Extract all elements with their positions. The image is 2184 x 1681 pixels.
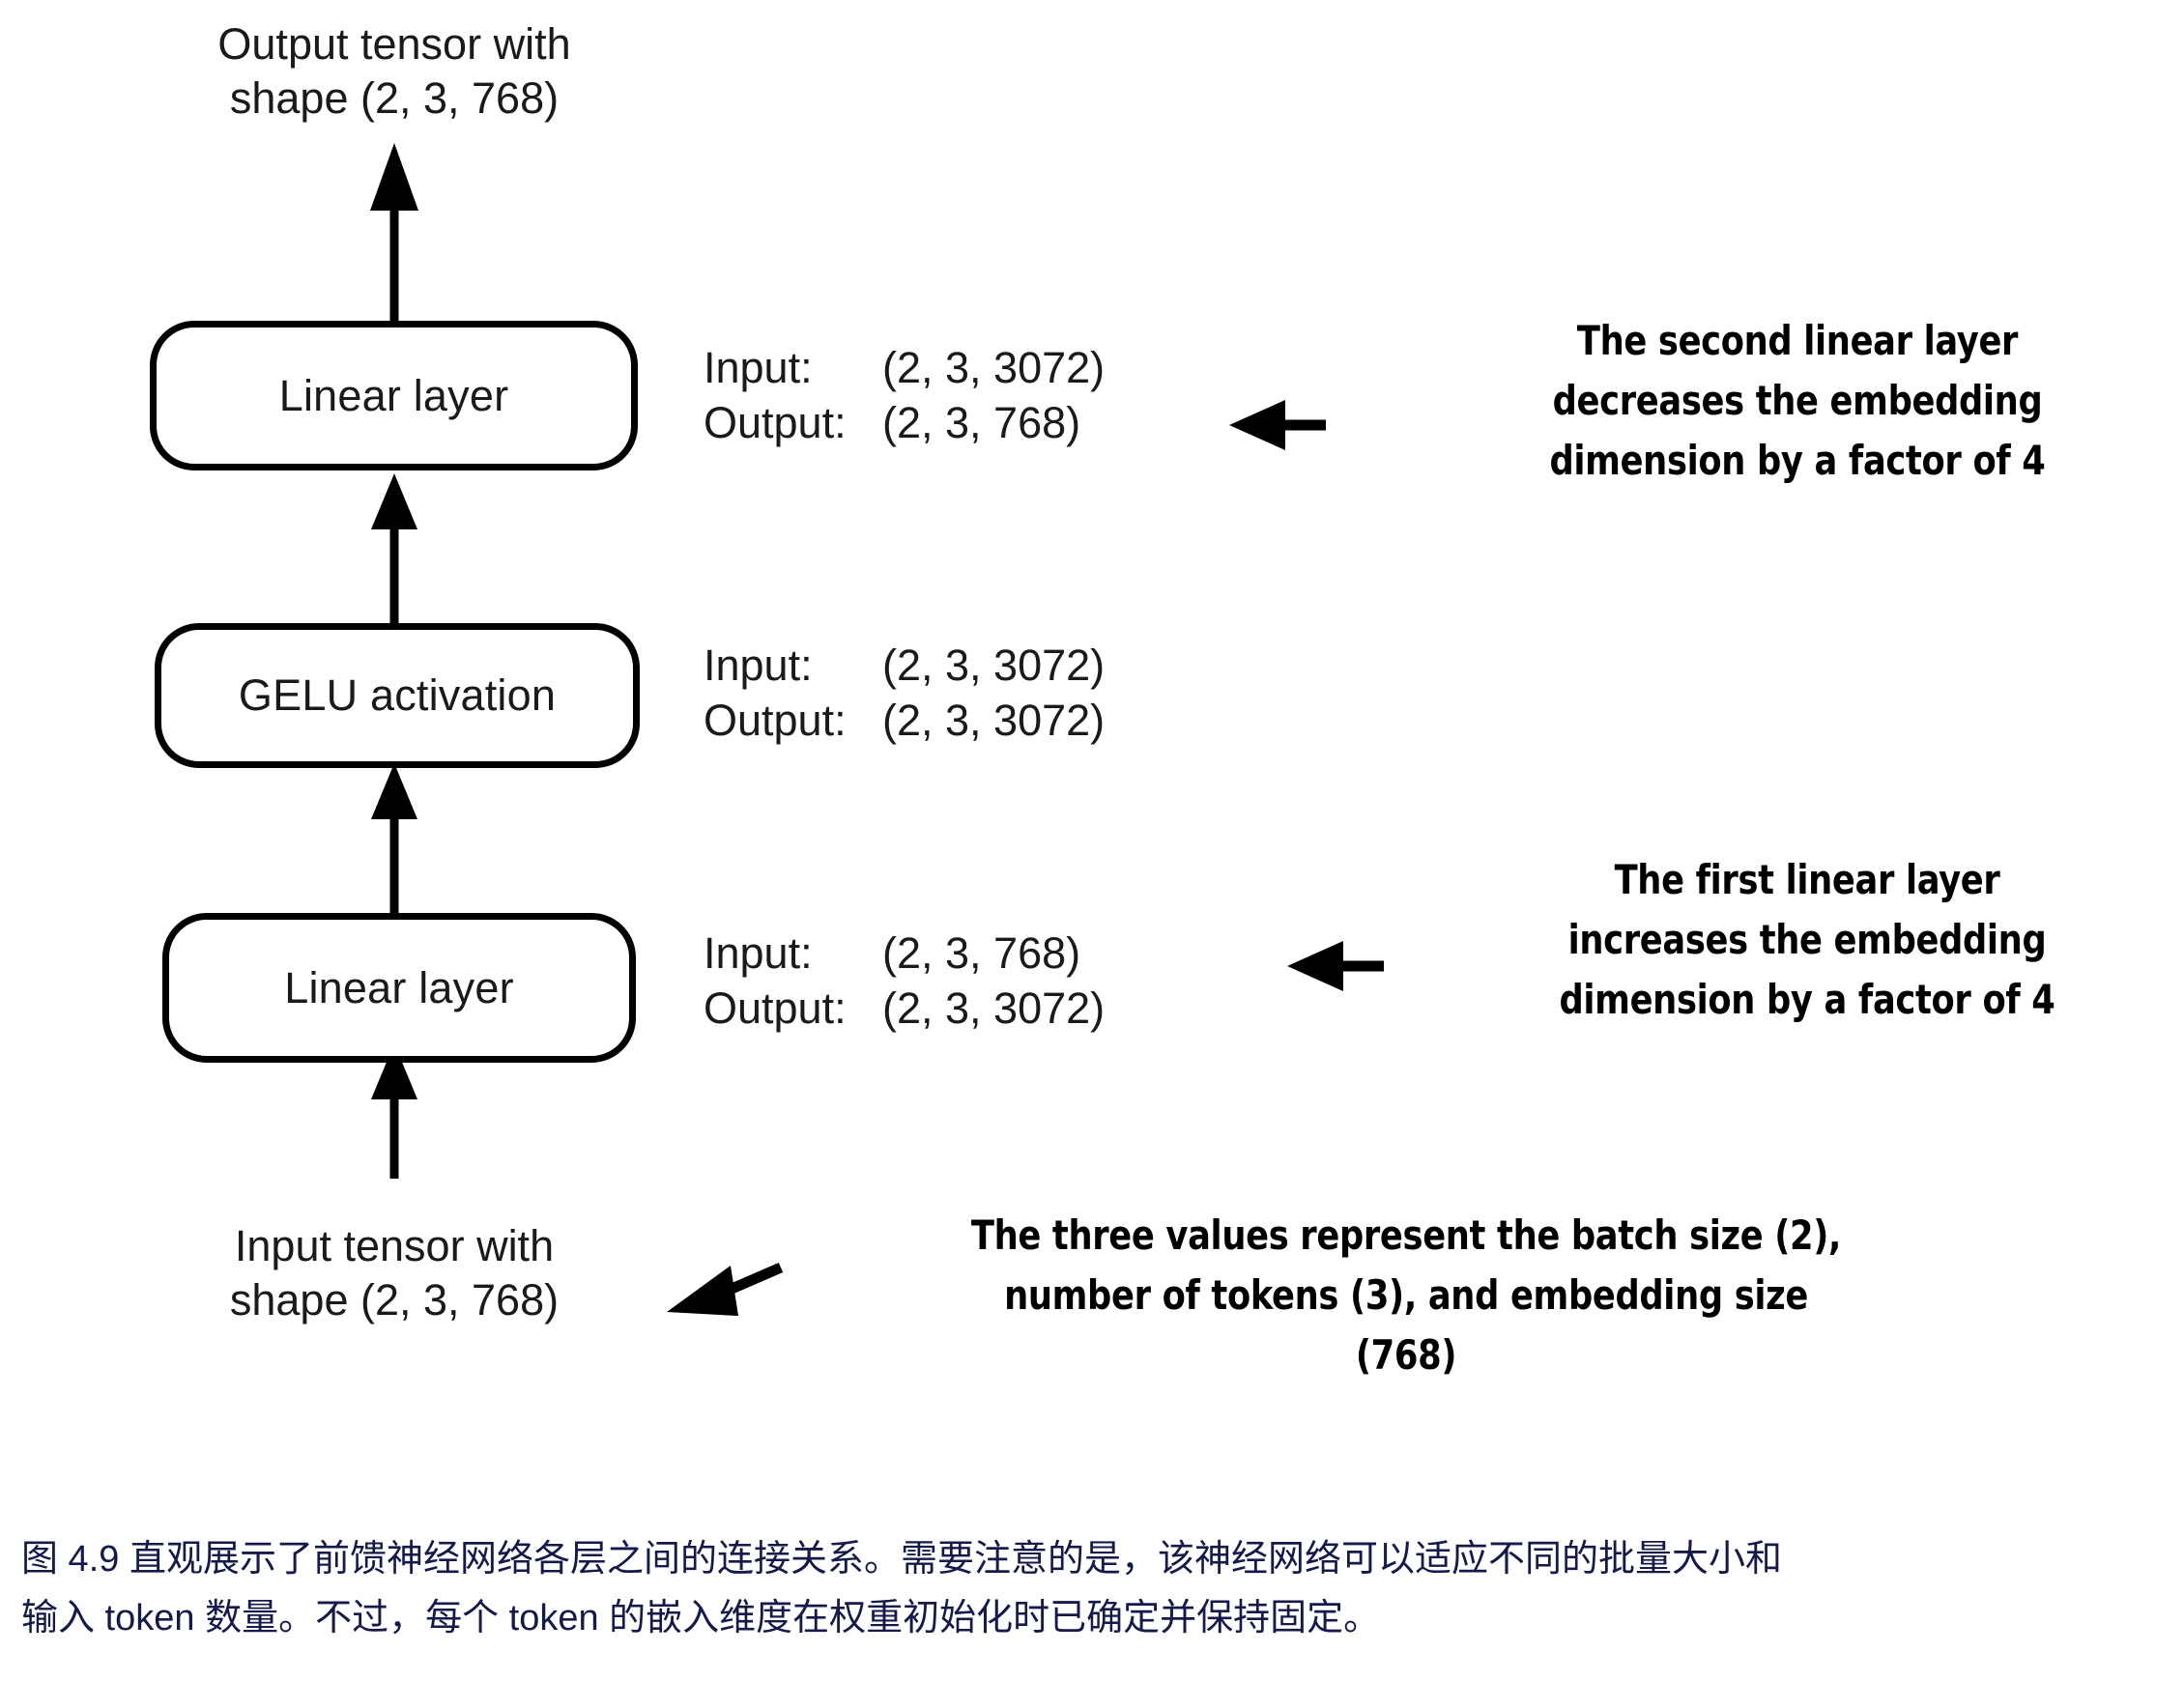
arrow-annotation-three-values: [667, 1262, 784, 1316]
node-linear-layer-second[interactable]: Linear layer: [150, 321, 638, 470]
io-output-value: (2, 3, 768): [882, 398, 1081, 447]
io-input-value: (2, 3, 768): [882, 928, 1081, 978]
node-gelu-activation-label: GELU activation: [238, 670, 557, 720]
arrow-to-output: [370, 143, 418, 321]
output-tensor-label: Output tensor with shape (2, 3, 768): [217, 19, 571, 123]
node-linear-layer-first-label: Linear layer: [284, 962, 514, 1012]
io-input-key: Input:: [704, 641, 813, 690]
io-input-key: Input:: [704, 928, 813, 978]
input-tensor-label: Input tensor with shape (2, 3, 768): [229, 1221, 560, 1325]
io-output-key: Output:: [704, 696, 847, 745]
io-input-value: (2, 3, 3072): [882, 343, 1106, 392]
io-input-value: (2, 3, 3072): [882, 641, 1106, 690]
io-input-key: Input:: [704, 343, 813, 392]
annotation-three-values: The three values represent the batch siz…: [970, 1211, 1842, 1379]
figure-caption: 图 4.9 直观展示了前馈神经网络各层之间的连接关系。需要注意的是，该神经网络可…: [21, 1530, 2176, 1648]
io-output-value: (2, 3, 3072): [882, 696, 1106, 745]
io-input-row: Input: (2, 3, 3072): [704, 340, 1105, 395]
io-output-key: Output:: [704, 398, 847, 447]
io-input-row: Input: (2, 3, 3072): [704, 638, 1105, 693]
arrow-annotation-first-linear: [1287, 941, 1384, 991]
arrow-annotation-second-linear: [1229, 400, 1326, 450]
io-output-row: Output: (2, 3, 3072): [704, 693, 1105, 748]
annotation-first-linear: The first linear layer increases the emb…: [1559, 856, 2055, 1023]
figure-caption-line-1: 图 4.9 直观展示了前馈神经网络各层之间的连接关系。需要注意的是，该神经网络可…: [21, 1539, 1782, 1580]
io-spec-gelu: Input: (2, 3, 3072) Output: (2, 3, 3072): [704, 638, 1105, 748]
io-output-value: (2, 3, 3072): [882, 983, 1106, 1033]
node-linear-layer-second-label: Linear layer: [278, 370, 509, 420]
annotation-second-linear: The second linear layer decreases the em…: [1549, 317, 2046, 484]
node-linear-layer-first[interactable]: Linear layer: [162, 913, 636, 1063]
io-spec-linear-first: Input: (2, 3, 768) Output: (2, 3, 3072): [704, 926, 1105, 1036]
figure-caption-line-2: 输入 token 数量。不过，每个 token 的嵌入维度在权重初始化时已确定并…: [21, 1598, 1381, 1638]
io-input-row: Input: (2, 3, 768): [704, 926, 1105, 981]
io-output-row: Output: (2, 3, 768): [704, 395, 1105, 450]
io-output-row: Output: (2, 3, 3072): [704, 981, 1105, 1036]
arrow-input-to-linear1: [371, 1043, 417, 1179]
arrow-gelu-to-linear2: [371, 473, 417, 623]
io-output-key: Output:: [704, 983, 847, 1033]
node-gelu-activation[interactable]: GELU activation: [155, 623, 640, 768]
arrow-linear1-to-gelu: [371, 763, 417, 913]
io-spec-linear-second: Input: (2, 3, 3072) Output: (2, 3, 768): [704, 340, 1105, 450]
